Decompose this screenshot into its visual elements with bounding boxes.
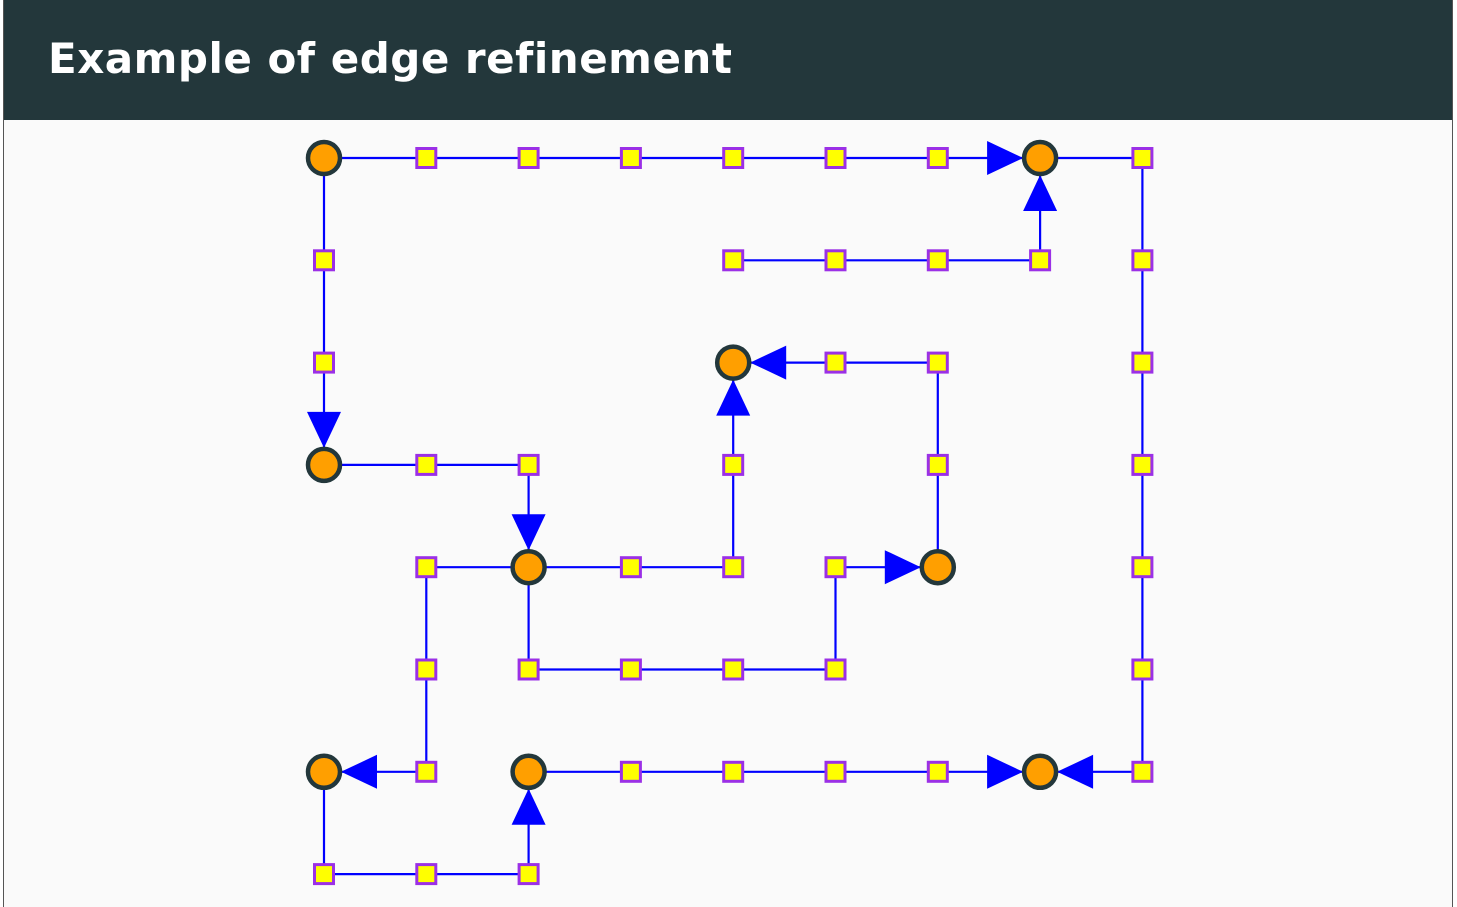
refinement-node-30: [619, 658, 642, 681]
refinement-node-28: [415, 658, 438, 681]
refinement-node-15: [824, 351, 847, 374]
refinement-node-12: [1029, 249, 1052, 272]
refinement-node-9: [722, 249, 745, 272]
refinement-node-29: [517, 658, 540, 681]
refinement-node-26: [824, 556, 847, 579]
refinement-node-37: [824, 760, 847, 783]
graph-node-7: [305, 753, 343, 791]
edge-refinement-diagram: [305, 139, 1154, 886]
arrowhead-11: [1057, 754, 1094, 789]
refinement-node-2: [517, 147, 540, 169]
edge-line-10: [1040, 156, 1144, 773]
refinement-node-18: [415, 453, 438, 476]
refinement-node-22: [1131, 453, 1154, 476]
graph-node-1: [305, 139, 343, 177]
refinement-node-40: [313, 863, 335, 886]
arrowhead-3: [307, 411, 341, 448]
refinement-node-35: [619, 760, 642, 783]
refinement-node-19: [517, 453, 540, 476]
arrowhead-2: [1023, 175, 1058, 211]
arrowhead-8: [341, 754, 377, 789]
refinement-node-17: [1131, 351, 1154, 374]
edge-line-6: [324, 463, 530, 568]
edge-line-8: [527, 566, 938, 671]
refinement-node-38: [926, 760, 949, 783]
refinement-node-20: [722, 453, 745, 476]
refinement-node-21: [926, 453, 949, 476]
graph-node-4: [305, 446, 343, 484]
refinement-node-23: [415, 556, 438, 579]
graph-node-3: [714, 344, 752, 381]
refinement-node-7: [1131, 147, 1154, 169]
refinement-node-33: [1131, 658, 1154, 681]
arrowhead-7: [884, 550, 921, 585]
edge-line-5: [528, 362, 735, 569]
refinement-node-4: [722, 147, 745, 169]
refinement-node-42: [517, 863, 540, 886]
refinement-node-5: [824, 147, 847, 169]
arrowhead-9: [511, 788, 546, 825]
arrowhead-1: [987, 141, 1024, 175]
slide-header: Example of edge refinement: [4, 0, 1452, 120]
graph-node-8: [510, 753, 547, 791]
refinement-node-16: [926, 351, 949, 374]
refinement-node-13: [1131, 249, 1154, 272]
arrowhead-6: [716, 379, 751, 416]
graph-node-6: [919, 548, 957, 586]
graph-node-9: [1021, 753, 1059, 791]
refinement-node-25: [722, 556, 745, 579]
graph-node-5: [510, 548, 547, 586]
refinement-node-34: [415, 760, 438, 783]
arrowhead-5: [750, 345, 787, 380]
refinement-node-14: [313, 351, 335, 374]
refinement-node-32: [824, 658, 847, 681]
refinement-node-10: [824, 249, 847, 272]
edge-line-11: [322, 771, 530, 876]
refinement-node-8: [313, 249, 335, 272]
refinement-node-3: [619, 147, 642, 169]
refinement-node-31: [722, 658, 745, 681]
refinement-node-24: [619, 556, 642, 579]
graph-node-2: [1021, 139, 1059, 177]
refinement-node-6: [926, 147, 949, 169]
refinement-node-41: [415, 863, 438, 886]
refinement-node-11: [926, 249, 949, 272]
arrowhead-10: [987, 754, 1024, 789]
refinement-node-39: [1131, 760, 1154, 783]
edge-line-3: [733, 158, 1042, 262]
refinement-node-1: [415, 147, 438, 169]
refinement-node-27: [1131, 556, 1154, 579]
slide: Example of edge refinement: [3, 0, 1453, 907]
refinement-node-36: [722, 760, 745, 783]
arrowhead-4: [511, 514, 546, 551]
slide-title: Example of edge refinement: [48, 34, 733, 83]
